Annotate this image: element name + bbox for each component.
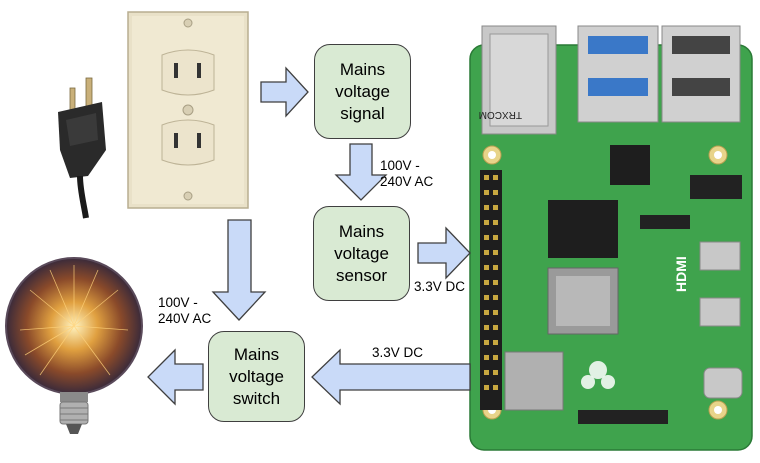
arrow-outlet-to-switch: [213, 220, 265, 320]
label-ac-to-switch: 100V - 240V AC: [158, 295, 211, 327]
hdmi-label: HDMI: [673, 256, 689, 292]
arrow-signal-to-sensor: [336, 144, 386, 200]
mains-voltage-switch-box: Mains voltage switch: [208, 331, 305, 422]
arrow-sensor-to-pi: [418, 228, 470, 278]
label-ac-to-sensor: 100V - 240V AC: [380, 158, 433, 190]
arrow-switch-to-bulb: [148, 350, 203, 404]
wall-outlet-icon: [128, 12, 248, 208]
arrow-outlet-to-signal: [261, 68, 308, 116]
label-dc-to-switch: 3.3V DC: [372, 345, 423, 361]
mains-voltage-sensor-text: Mains voltage sensor: [334, 221, 389, 287]
label-dc-from-sensor: 3.3V DC: [414, 279, 465, 295]
mains-voltage-signal-box: Mains voltage signal: [314, 44, 411, 139]
mains-voltage-switch-text: Mains voltage switch: [229, 344, 284, 410]
light-bulb-icon: [6, 258, 142, 434]
raspberry-pi-board-icon: [470, 26, 752, 450]
mains-voltage-signal-text: Mains voltage signal: [335, 59, 390, 125]
mains-voltage-sensor-box: Mains voltage sensor: [313, 206, 410, 301]
power-plug-icon: [58, 78, 106, 218]
trxcom-label: TRXCOM: [479, 109, 522, 120]
